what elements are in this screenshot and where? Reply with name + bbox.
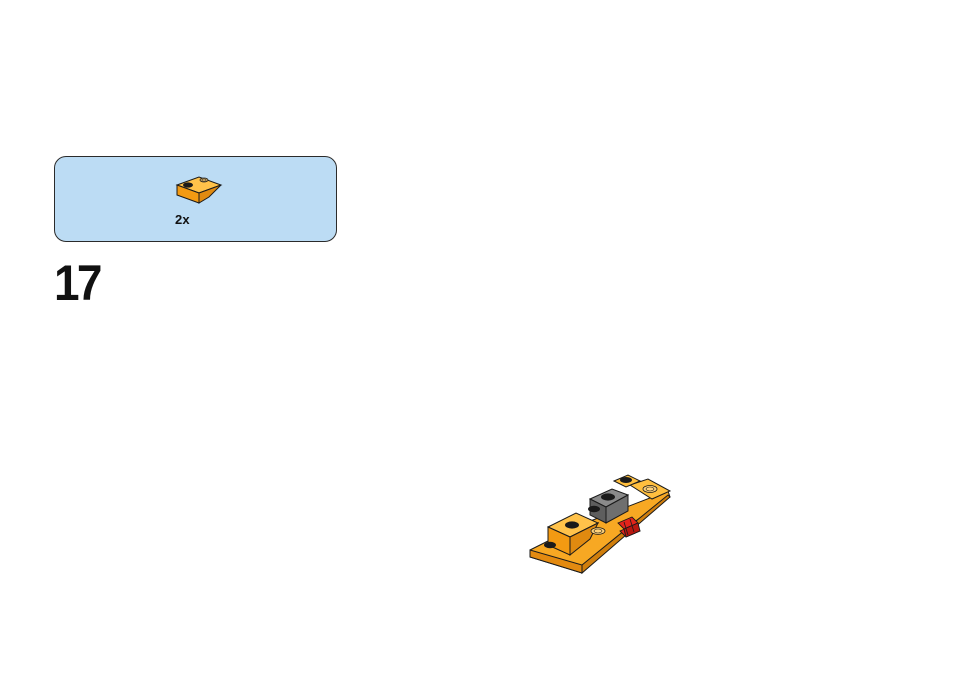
- step-number: 17: [54, 255, 102, 311]
- part-quantity: 2x: [175, 212, 190, 227]
- assembled-model-icon: [529, 474, 672, 575]
- orange-inverted-slope-brick-icon: [175, 176, 223, 204]
- parts-callout-box: 2x: [54, 156, 337, 242]
